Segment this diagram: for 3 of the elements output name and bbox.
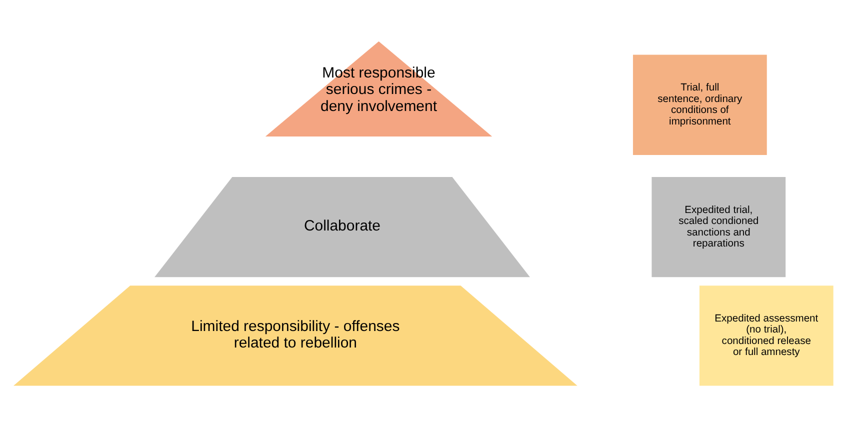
node-box: Trial, full sentence, ordinary conditions of imprisonment	[632, 54, 768, 156]
node-box: Expedited assessment (no trial), conditioned release or full amnesty	[698, 284, 834, 387]
node-box: Expedited trial, scaled condioned sanctions and reparations	[650, 176, 787, 278]
